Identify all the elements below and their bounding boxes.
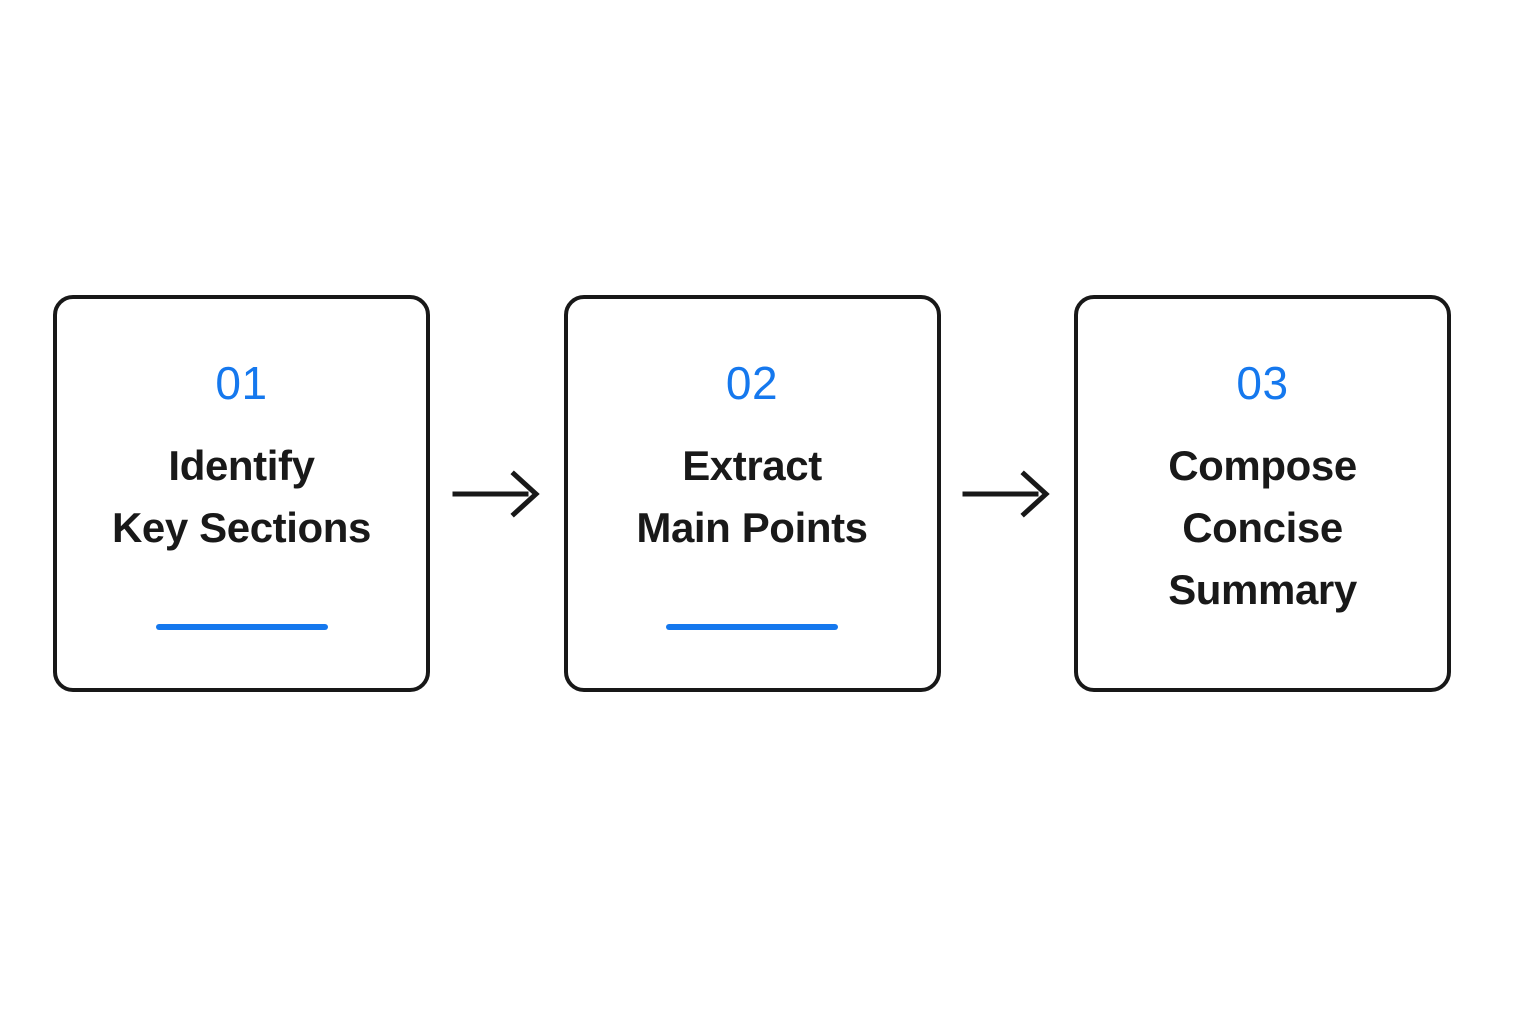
step-title-03: Compose Concise Summary (1168, 442, 1357, 613)
connector-02-to-03 (941, 295, 1074, 692)
step-card-02[interactable]: 02 Extract Main Points (563, 295, 941, 692)
arrow-right-icon (452, 469, 540, 518)
step-number-01: 01 (215, 357, 268, 409)
arrow-right-icon (962, 469, 1050, 518)
step-number-03: 03 (1236, 357, 1289, 409)
step-underline-02 (666, 624, 838, 630)
process-flow-row: 01 Identify Key Sections 02 Extract Main… (53, 295, 1451, 692)
step-title-01: Identify Key Sections (112, 442, 371, 551)
step-number-02: 02 (725, 357, 779, 409)
connector-01-to-02 (430, 295, 563, 692)
step-card-03[interactable]: 03 Compose Concise Summary (1074, 295, 1451, 692)
step-title-02: Extract Main Points (636, 442, 868, 551)
step-card-01[interactable]: 01 Identify Key Sections (53, 295, 430, 692)
step-underline-01 (155, 624, 328, 630)
